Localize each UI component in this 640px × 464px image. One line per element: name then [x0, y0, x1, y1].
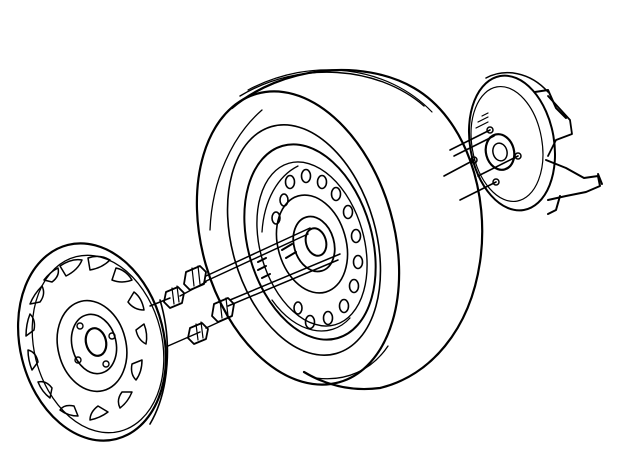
- cover-vanes: [25, 255, 148, 421]
- lug-nut-icon: [163, 285, 185, 309]
- wheel-cover: [16, 242, 169, 442]
- rim-vent-holes: [271, 168, 364, 330]
- alignment-lines: [149, 227, 341, 347]
- lug-nut-icon: [211, 297, 235, 323]
- lug-nut-icon: [187, 321, 209, 345]
- wheel-rim: [243, 143, 377, 341]
- hub-and-brake-rotor: [467, 71, 603, 215]
- lug-nuts: [149, 227, 341, 347]
- lug-nut-icon: [183, 265, 207, 291]
- rim-stud-tips: [257, 243, 297, 279]
- tire: [195, 68, 484, 391]
